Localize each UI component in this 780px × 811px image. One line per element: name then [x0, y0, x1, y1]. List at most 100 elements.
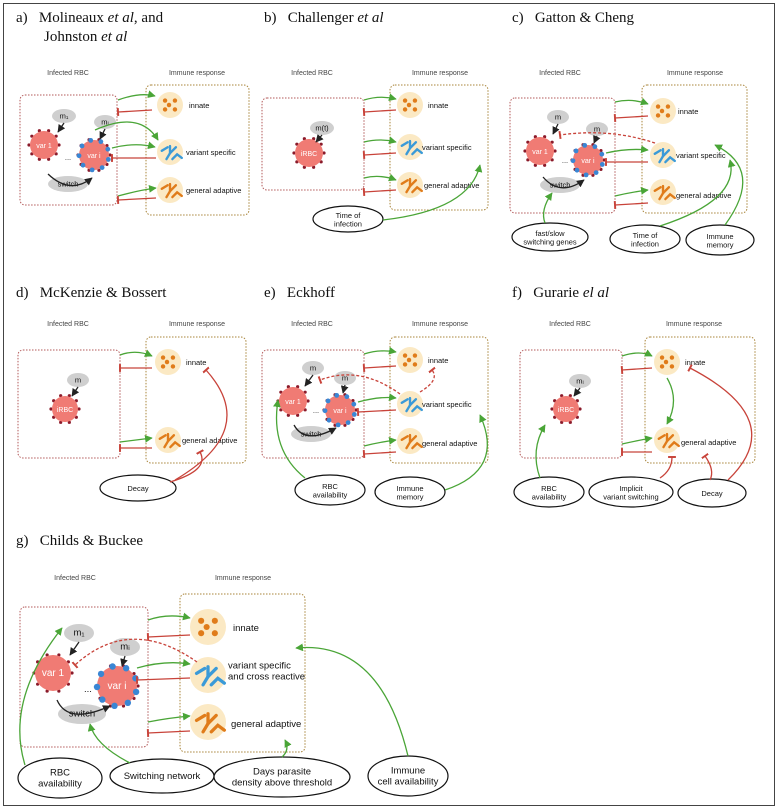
- panel-f-irbc-spike: [560, 394, 564, 398]
- panel-a-innate-inhib: [116, 108, 153, 116]
- panel-b-var-act: [363, 136, 397, 145]
- panel-c-variant-label: variant specific: [676, 151, 726, 160]
- panel-d-irbc-label: iRBC: [57, 407, 73, 414]
- panel-g-vari-spike: [136, 684, 140, 688]
- panel-g-innate-dot: [198, 617, 205, 624]
- panel-b-time-act: [382, 164, 483, 221]
- panel-e-m-arrow: [304, 374, 314, 387]
- panel-a-m1-arrow: [57, 122, 66, 133]
- panel-c-adaptive-antibody: [653, 184, 677, 201]
- panel-c-adaptive-antibody-arm: [653, 186, 662, 192]
- panel-d-immune-box: [145, 336, 247, 464]
- panel-c-var1-spike: [523, 149, 527, 153]
- panel-b-irbc-spike: [322, 151, 326, 155]
- panel-g-var1: [35, 655, 71, 691]
- panel-c-infected-label: Infected RBC: [539, 70, 581, 77]
- panel-f-innate-to-adapt: [666, 377, 675, 425]
- panel-a-vari-spot: [105, 157, 111, 162]
- panel-d-adapt-act: [119, 435, 153, 443]
- panel-g-variant-antibody: [194, 665, 226, 687]
- panel-a-ellipsis: ...: [65, 153, 71, 162]
- panel-e-innate-dot: [402, 353, 408, 358]
- panel-e-innate-inhib: [362, 364, 397, 372]
- panel-a-title-line2: Johnston et al: [44, 28, 127, 47]
- panel-e-var1: [279, 387, 307, 415]
- panel-b-variant-label: variant specific: [422, 143, 472, 152]
- panel-a-var1-label: var 1: [36, 143, 52, 150]
- panel-a-switch: [48, 176, 88, 192]
- panel-f-elal: el al: [582, 285, 610, 301]
- panel-c-title: c) Gatton & Cheng: [512, 9, 634, 28]
- panel-e-memory-act: [444, 414, 488, 491]
- panel-a-m1: [52, 109, 76, 123]
- panel-c-m2: [586, 122, 608, 136]
- panel-g-mi-label: mᵢ: [120, 642, 130, 653]
- panel-e-adaptive-label: general adaptive: [422, 439, 477, 448]
- panel-b-adaptive-antibody-arm: [408, 179, 418, 188]
- panel-f-immune-box: [644, 336, 756, 464]
- panel-a-vi-act: [94, 121, 159, 141]
- panel-g-vari-spot: [124, 699, 132, 707]
- panel-b-innate-label: innate: [428, 101, 448, 110]
- panel-e-innate-dot: [412, 353, 418, 358]
- panel-e-adaptive-antibody-arm: [411, 441, 424, 450]
- panel-e-letter: e): [264, 285, 276, 301]
- panel-c-innate-act: [614, 97, 649, 106]
- panel-f-decay-adapt: [701, 452, 713, 481]
- panel-g-title: g) Childs & Buckee: [16, 532, 143, 551]
- panel-c-immune-label: Immune response: [667, 70, 723, 77]
- panel-b-etal: et al: [357, 10, 384, 26]
- panel-c-m: [547, 110, 569, 124]
- panel-c-adaptive-antibody-arm: [661, 186, 671, 195]
- panel-c-vari-spot: [593, 170, 599, 176]
- panel-d-rbc-box: [17, 349, 121, 459]
- panel-c-m-arrow: [552, 123, 560, 135]
- panel-g-vari-spot: [122, 665, 130, 672]
- panel-a-immune-box: [145, 84, 250, 216]
- panel-g-vari-spot: [93, 683, 101, 691]
- panel-g-switch-bubble-label: Switching network: [124, 771, 201, 782]
- panel-d-irbc: [52, 396, 78, 422]
- panel-c-var1: [526, 137, 554, 165]
- panel-b-innate-dot: [412, 98, 418, 103]
- panel-d-decay-bubble-label: Decay: [127, 484, 149, 493]
- panel-c-vari-spot: [570, 158, 576, 164]
- panel-f-irbc-spike: [578, 407, 582, 411]
- panel-a-vari: [79, 140, 109, 170]
- panel-e-self-inhib: [419, 366, 436, 393]
- panel-e-vari-label: var i: [333, 408, 347, 415]
- panel-e-innate-act: [363, 346, 397, 355]
- panel-e-adaptive-antibody-arm: [400, 435, 409, 441]
- panel-f-author: Gurarie: [533, 285, 583, 301]
- panel-f-adaptive-label: general adaptive: [681, 438, 736, 447]
- panel-e-rbc-act: [273, 399, 306, 479]
- panel-e-rbc-box: [261, 349, 365, 459]
- panel-e-vari-spike: [343, 423, 347, 427]
- panel-a-adaptive-antibody: [160, 182, 184, 199]
- panel-g-adaptive-antibody-arm: [194, 713, 207, 722]
- panel-c-var1-spike: [533, 135, 537, 139]
- panel-g-mi: [110, 638, 140, 656]
- panel-e-switch-arrow: [293, 424, 337, 437]
- panel-b-mt-arrow: [315, 134, 324, 143]
- panel-c-var1-label: var 1: [532, 149, 548, 156]
- panel-f-innate-dot: [659, 355, 665, 360]
- panel-a-var1-spike: [57, 143, 61, 147]
- panel-d-m-label: m: [75, 376, 81, 385]
- panel-b-variant-antibody-arm: [408, 141, 418, 150]
- panel-e-variant-antibody-arm: [408, 398, 418, 407]
- panel-f-innate-inhib: [620, 366, 653, 374]
- panel-e-var1-label: var 1: [285, 399, 301, 406]
- panel-a-letter: a): [16, 10, 28, 26]
- panel-a-author1: Molineaux: [38, 10, 108, 26]
- panel-c-time-bubble: [609, 224, 681, 254]
- panel-g-immune-label: Immune response: [215, 575, 271, 582]
- panel-e-m2: [334, 371, 356, 385]
- panel-e-vari-spike: [354, 408, 358, 412]
- panel-f-decay-bubble-label: Decay: [701, 489, 723, 498]
- panel-e-m-label: m: [310, 364, 316, 373]
